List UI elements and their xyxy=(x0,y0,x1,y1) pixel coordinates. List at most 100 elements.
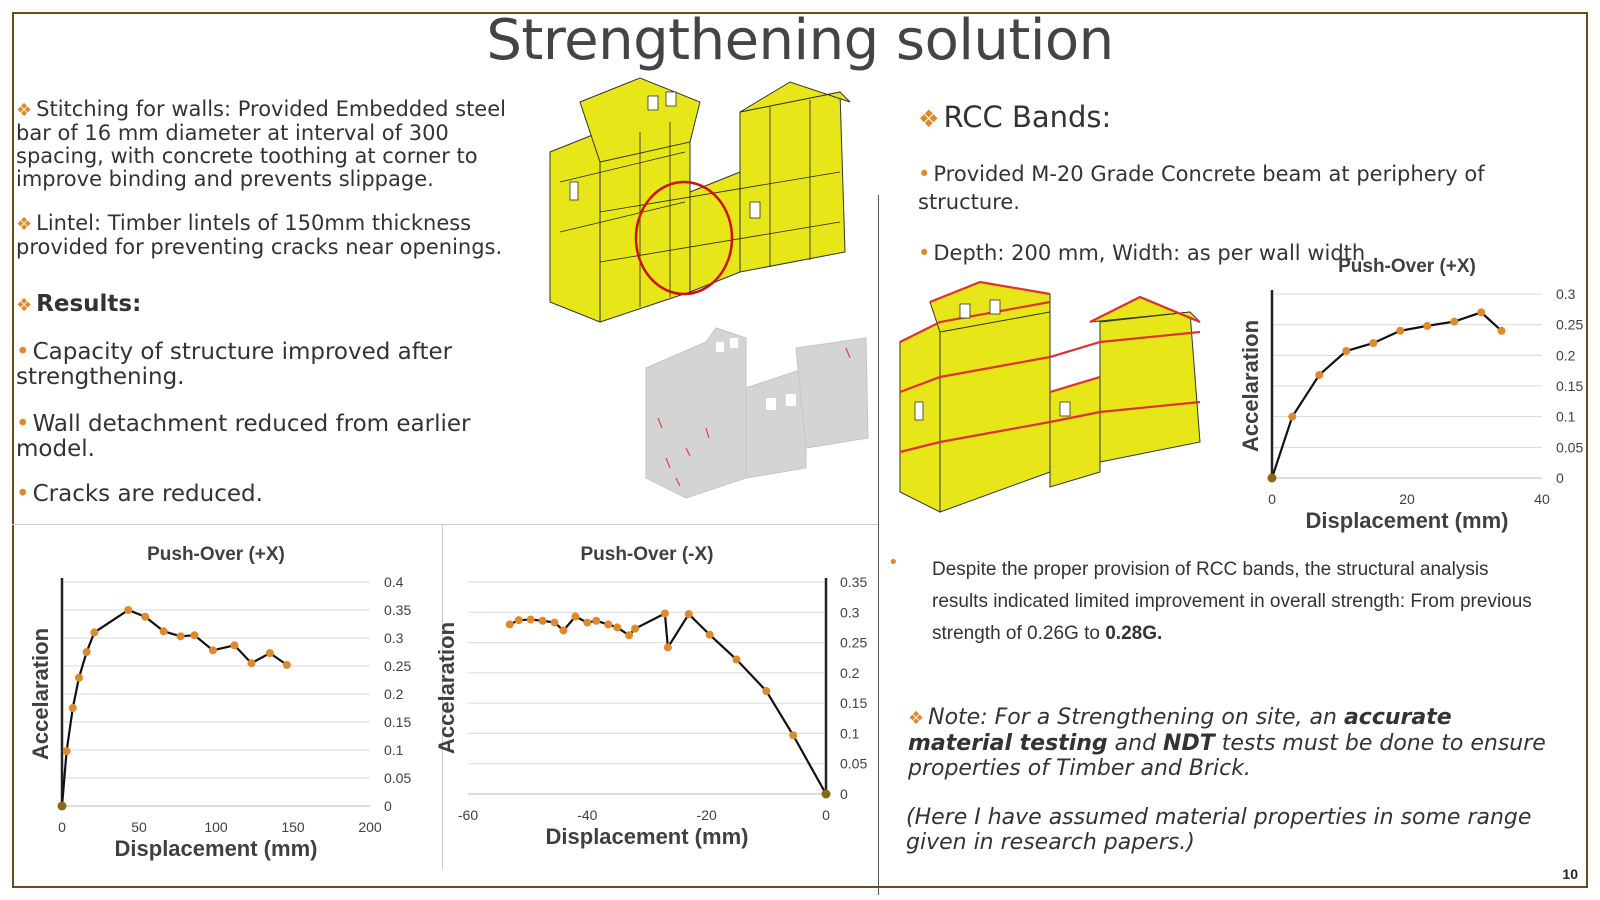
y-tick-label: 0.35 xyxy=(840,574,867,590)
x-tick-label: 100 xyxy=(204,819,228,835)
summary-bullet-icon: • xyxy=(888,552,899,573)
x-tick-label: 50 xyxy=(131,819,147,835)
data-point xyxy=(159,627,168,636)
result-text: Cracks are reduced. xyxy=(32,481,263,507)
series-line xyxy=(60,608,288,807)
stitching-point: ❖Stitching for walls: Provided Embedded … xyxy=(16,98,526,191)
y-tick-label: 0.2 xyxy=(1556,347,1576,363)
data-point xyxy=(789,731,798,740)
note-bold-text: NDT xyxy=(1163,731,1215,756)
bullet-icon: • xyxy=(16,481,30,507)
y-tick-label: 0.15 xyxy=(384,714,411,730)
diamond-bullet-icon: ❖ xyxy=(16,214,33,235)
slide-frame xyxy=(12,12,1588,888)
data-point xyxy=(1423,321,1432,330)
data-point xyxy=(538,616,547,625)
data-point xyxy=(230,641,239,650)
y-axis-label: Accelaration xyxy=(434,622,459,754)
x-axis-label: Displacement (mm) xyxy=(1306,508,1509,533)
bullet-icon: • xyxy=(918,162,931,186)
data-point xyxy=(705,630,714,639)
slide-title: Strengthening solution xyxy=(486,8,1114,73)
data-point xyxy=(1342,347,1351,356)
note-text: and xyxy=(1107,731,1164,756)
data-point xyxy=(1288,412,1297,421)
series-line xyxy=(509,611,827,795)
data-point xyxy=(505,620,514,629)
data-point xyxy=(625,631,634,640)
x-tick-label: 200 xyxy=(358,819,382,835)
y-tick-label: 0.15 xyxy=(840,695,867,711)
data-point xyxy=(571,612,580,621)
data-point xyxy=(124,606,133,614)
data-point xyxy=(1315,370,1324,379)
data-point xyxy=(663,643,672,652)
x-tick-label: 0 xyxy=(1268,491,1276,507)
diamond-bullet-icon: ❖ xyxy=(908,708,925,729)
x-axis-label: Displacement (mm) xyxy=(115,836,318,861)
data-point xyxy=(604,620,613,629)
data-point xyxy=(592,616,601,625)
x-tick-label: 0 xyxy=(58,819,66,835)
stitching-model-image xyxy=(549,77,851,323)
data-point xyxy=(1369,339,1378,348)
data-point xyxy=(247,659,256,668)
crack-model-image xyxy=(645,327,869,499)
summary-text: Despite the proper provision of RCC band… xyxy=(932,559,1532,644)
y-tick-label: 0.05 xyxy=(384,770,411,786)
chart-pushover-plus-x-left: Push-Over (+X)00.050.10.150.20.250.30.35… xyxy=(28,544,411,861)
result-item: •Wall detachment reduced from earlier mo… xyxy=(16,412,476,462)
y-tick-label: 0.3 xyxy=(840,604,860,620)
lintel-point: ❖Lintel: Timber lintels of 150mm thickne… xyxy=(16,212,526,259)
data-point xyxy=(282,660,291,669)
summary-paragraph: Despite the proper provision of RCC band… xyxy=(932,554,1532,650)
vertical-divider xyxy=(878,195,879,895)
result-item: •Capacity of structure improved after st… xyxy=(16,340,476,390)
y-tick-label: 0.1 xyxy=(1556,409,1576,425)
x-tick-label: 0 xyxy=(822,807,830,823)
rcc-heading: ❖RCC Bands: xyxy=(918,100,1111,134)
bullet-icon: • xyxy=(16,339,30,365)
x-tick-label: 40 xyxy=(1534,491,1550,507)
y-tick-label: 0.2 xyxy=(384,686,404,702)
diamond-bullet-icon: ❖ xyxy=(16,295,33,316)
results-heading: ❖Results: xyxy=(16,292,141,318)
rcc-point: •Depth: 200 mm, Width: as per wall width xyxy=(918,242,1558,265)
rcc-heading-text: RCC Bands: xyxy=(943,100,1112,134)
result-text: Capacity of structure improved after str… xyxy=(16,339,453,390)
stitching-text: Stitching for walls: Provided Embedded s… xyxy=(16,97,506,191)
data-point xyxy=(1267,473,1277,483)
x-tick-label: -60 xyxy=(458,807,478,823)
data-point xyxy=(526,615,535,624)
data-point xyxy=(208,646,217,655)
data-point xyxy=(62,747,71,756)
x-tick-label: -20 xyxy=(697,807,717,823)
data-point xyxy=(821,789,831,799)
data-point xyxy=(1477,308,1486,317)
data-point xyxy=(74,673,83,682)
chart-title: Push-Over (-X) xyxy=(580,544,713,565)
x-axis-label: Displacement (mm) xyxy=(546,824,749,849)
diamond-bullet-icon: ❖ xyxy=(918,105,940,133)
data-point xyxy=(631,624,640,633)
rcc-band-model-image xyxy=(899,280,1201,513)
chart-title: Push-Over (+X) xyxy=(147,544,285,565)
rcc-point-text: Depth: 200 mm, Width: as per wall width xyxy=(933,241,1366,265)
result-text: Wall detachment reduced from earlier mod… xyxy=(16,411,471,462)
chart-pushover-minus-x: Push-Over (-X)00.050.10.150.20.250.30.35… xyxy=(434,544,867,849)
data-point xyxy=(514,616,523,625)
note-bold-text: accurate material testing xyxy=(908,705,1452,756)
data-point xyxy=(57,801,67,811)
results-heading-text: Results: xyxy=(36,291,142,317)
y-tick-label: 0.15 xyxy=(1556,378,1583,394)
data-point xyxy=(660,609,669,618)
series-line xyxy=(1270,311,1503,479)
chart-title: Push-Over (+X) xyxy=(1338,256,1476,277)
data-point xyxy=(583,618,592,627)
data-point xyxy=(613,623,622,632)
lintel-text: Lintel: Timber lintels of 150mm thicknes… xyxy=(16,211,503,259)
data-point xyxy=(265,649,274,658)
result-item: •Cracks are reduced. xyxy=(16,482,476,507)
data-point xyxy=(82,648,91,656)
